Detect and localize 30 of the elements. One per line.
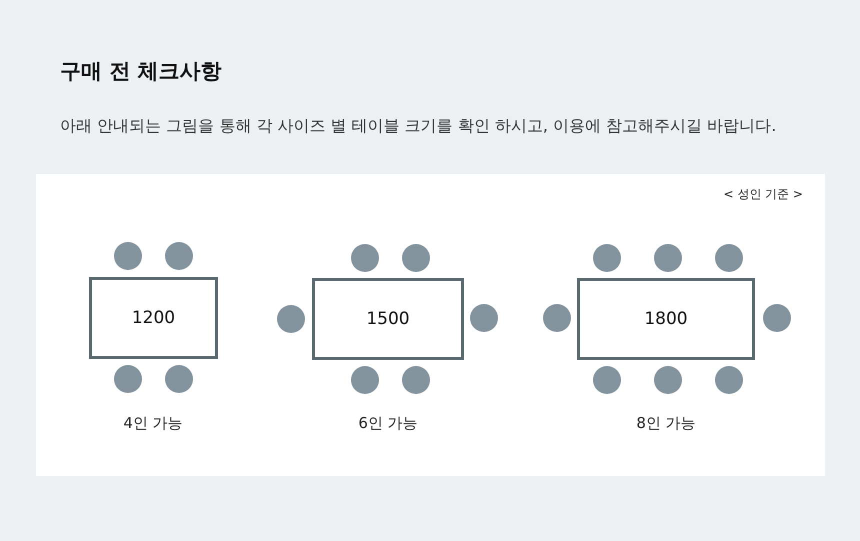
chair-seat xyxy=(402,366,430,394)
page-title: 구매 전 체크사항 xyxy=(60,58,222,85)
chair-seat xyxy=(763,304,791,332)
chair-seat xyxy=(402,244,430,272)
chair-seat xyxy=(715,244,743,272)
basis-note: < 성인 기준 > xyxy=(723,186,803,203)
chair-seat xyxy=(165,242,193,270)
table-size-label: 1800 xyxy=(644,309,688,329)
chair-seat xyxy=(277,305,305,333)
dining-table xyxy=(89,277,218,359)
chair-seat xyxy=(654,366,682,394)
capacity-label: 6인 가능 xyxy=(358,414,418,433)
intro-text: 아래 안내되는 그림을 통해 각 사이즈 별 테이블 크기를 확인 하시고, 이용에 참고해주시길 바랍니다. xyxy=(60,116,776,137)
chair-seat xyxy=(114,365,142,393)
table-size-label: 1500 xyxy=(366,309,410,329)
chair-seat xyxy=(715,366,743,394)
chair-seat xyxy=(470,304,498,332)
capacity-label: 4인 가능 xyxy=(123,414,183,433)
chair-seat xyxy=(593,244,621,272)
dining-table xyxy=(577,278,755,360)
chair-seat xyxy=(593,366,621,394)
chair-seat xyxy=(654,244,682,272)
dining-table xyxy=(312,278,464,360)
chair-seat xyxy=(351,366,379,394)
chair-seat xyxy=(543,304,571,332)
chair-seat xyxy=(114,242,142,270)
chair-seat xyxy=(165,365,193,393)
chair-seat xyxy=(351,244,379,272)
capacity-label: 8인 가능 xyxy=(636,414,696,433)
table-size-label: 1200 xyxy=(132,308,176,328)
